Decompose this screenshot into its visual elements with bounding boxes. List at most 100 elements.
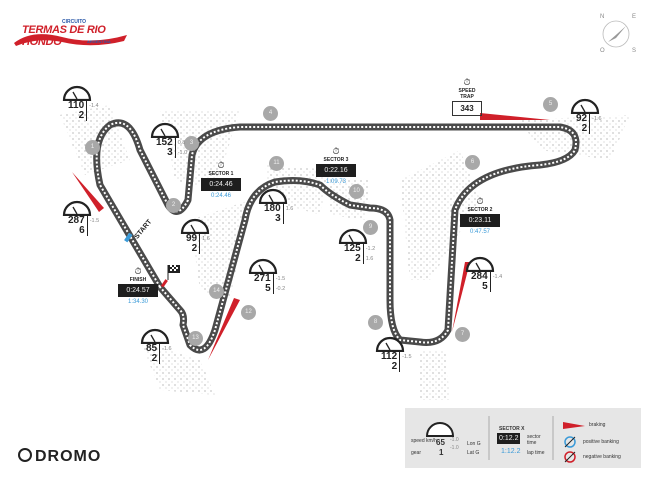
sector-time: 0:23.11	[460, 214, 500, 227]
start-line	[124, 232, 133, 243]
speed-value: 287	[68, 215, 85, 226]
sector-time: 0:22.16	[316, 164, 356, 177]
compass-e: E	[632, 14, 637, 20]
speed-value: 99	[186, 233, 198, 244]
lat-g-value: 1.6	[285, 206, 294, 212]
logo-main: TERMAS DE RIO HONDO	[22, 24, 106, 48]
compass: N E O S	[594, 12, 639, 57]
turn-13: 13	[188, 331, 203, 346]
speed-value: 284	[471, 271, 488, 282]
sector-time: 0:24.46	[201, 178, 241, 191]
finish-line	[160, 279, 168, 288]
speedometer-icon	[62, 200, 92, 216]
gear-value: 3	[167, 147, 173, 158]
legend: speed km/h gear 65 1 -1.0 -1.0 Lon G Lat…	[405, 408, 641, 468]
lat-g-value: -0.2	[275, 286, 286, 292]
dromo-logo: DROMO	[18, 448, 101, 466]
legend-lat: Lat G	[467, 450, 480, 456]
lap-time: 0:47.57	[469, 229, 491, 235]
legend-sample-lon: -1.0	[450, 437, 459, 443]
lon-g-value: -1.6	[162, 346, 172, 352]
circuit-logo: CIRCUITO TERMAS DE RIO HONDO ARGENTINA	[12, 15, 132, 50]
legend-sector-time-label: sector time	[527, 434, 541, 446]
speed-value: 85	[146, 343, 158, 354]
lat-g-value: -1.0	[177, 150, 188, 156]
checkered-flag-icon	[167, 265, 180, 280]
speedometer-icon	[248, 258, 278, 274]
gear-value: 2	[581, 123, 588, 134]
compass-s: S	[632, 48, 637, 54]
legend-lap-time-label: lap time	[527, 450, 545, 456]
lap-time: 1:34.30	[127, 299, 149, 305]
logo-sub: ARGENTINA	[87, 39, 111, 44]
speedometer-icon	[140, 328, 170, 344]
legend-negative-banking: negative banking	[583, 454, 621, 460]
lat-g-value: 1.6	[202, 236, 210, 242]
speed-value: 180	[264, 203, 281, 214]
legend-sector-label: SECTOR X	[499, 426, 525, 432]
speed-value: 110	[68, 100, 85, 111]
turn-9: 9	[363, 220, 378, 235]
speedometer-icon	[338, 228, 368, 244]
lon-g-value: -1.5	[275, 276, 286, 282]
turn-12: 12	[241, 305, 256, 320]
gear-value: 2	[191, 243, 198, 254]
turn-2: 2	[166, 198, 181, 213]
gear-value: 2	[355, 253, 361, 264]
stopwatch-icon: ⏱	[476, 196, 484, 206]
legend-sample-speed: 65	[436, 438, 445, 447]
speedometer-icon	[375, 336, 405, 352]
turn-7: 7	[455, 327, 470, 342]
legend-lon: Lon G	[467, 441, 481, 447]
legend-lap-time: 1:12.2	[501, 448, 521, 455]
braking-zones	[72, 113, 550, 360]
speed-trap-value: 343	[452, 101, 482, 116]
legend-sample-gear: 1	[439, 448, 444, 457]
lon-g-value: -1.4	[89, 103, 99, 109]
stopwatch-icon: ⏱	[217, 160, 225, 170]
legend-speed: speed km/h	[411, 438, 437, 444]
gear-value: 6	[79, 225, 85, 236]
turn-3: 3	[184, 136, 199, 151]
legend-positive-banking: positive banking	[583, 439, 619, 445]
gear-value: 2	[78, 110, 85, 121]
speed-value: 92	[576, 113, 588, 124]
speed-trap-label: SPEED TRAP	[458, 88, 476, 100]
speed-value: 152	[156, 137, 173, 148]
turn-5: 5	[543, 97, 558, 112]
gear-value: 2	[151, 353, 158, 364]
lon-g-value: -1.4	[492, 274, 503, 280]
speed-value: 125	[344, 243, 361, 254]
lat-g-value: 1.6	[365, 256, 374, 262]
turn-6: 6	[465, 155, 480, 170]
compass-o: O	[600, 48, 605, 54]
speedometer-icon	[150, 122, 180, 138]
turn-10: 10	[349, 184, 364, 199]
turn-4: 4	[263, 106, 278, 121]
legend-sector-time: 0:12.2	[497, 433, 521, 444]
sector-label: FINISH	[129, 277, 147, 283]
gear-value: 2	[391, 361, 398, 372]
lap-time: 0:24.46	[210, 193, 232, 199]
lap-time: 1:09.73	[325, 179, 347, 185]
speedometer-icon	[465, 256, 495, 272]
speed-trap: ⏱ SPEED TRAP 343	[452, 77, 482, 116]
turn-14: 14	[209, 284, 224, 299]
stopwatch-icon: ⏱	[134, 266, 142, 276]
speed-value: 112	[381, 351, 398, 362]
sector-time: 0:24.57	[118, 284, 158, 297]
